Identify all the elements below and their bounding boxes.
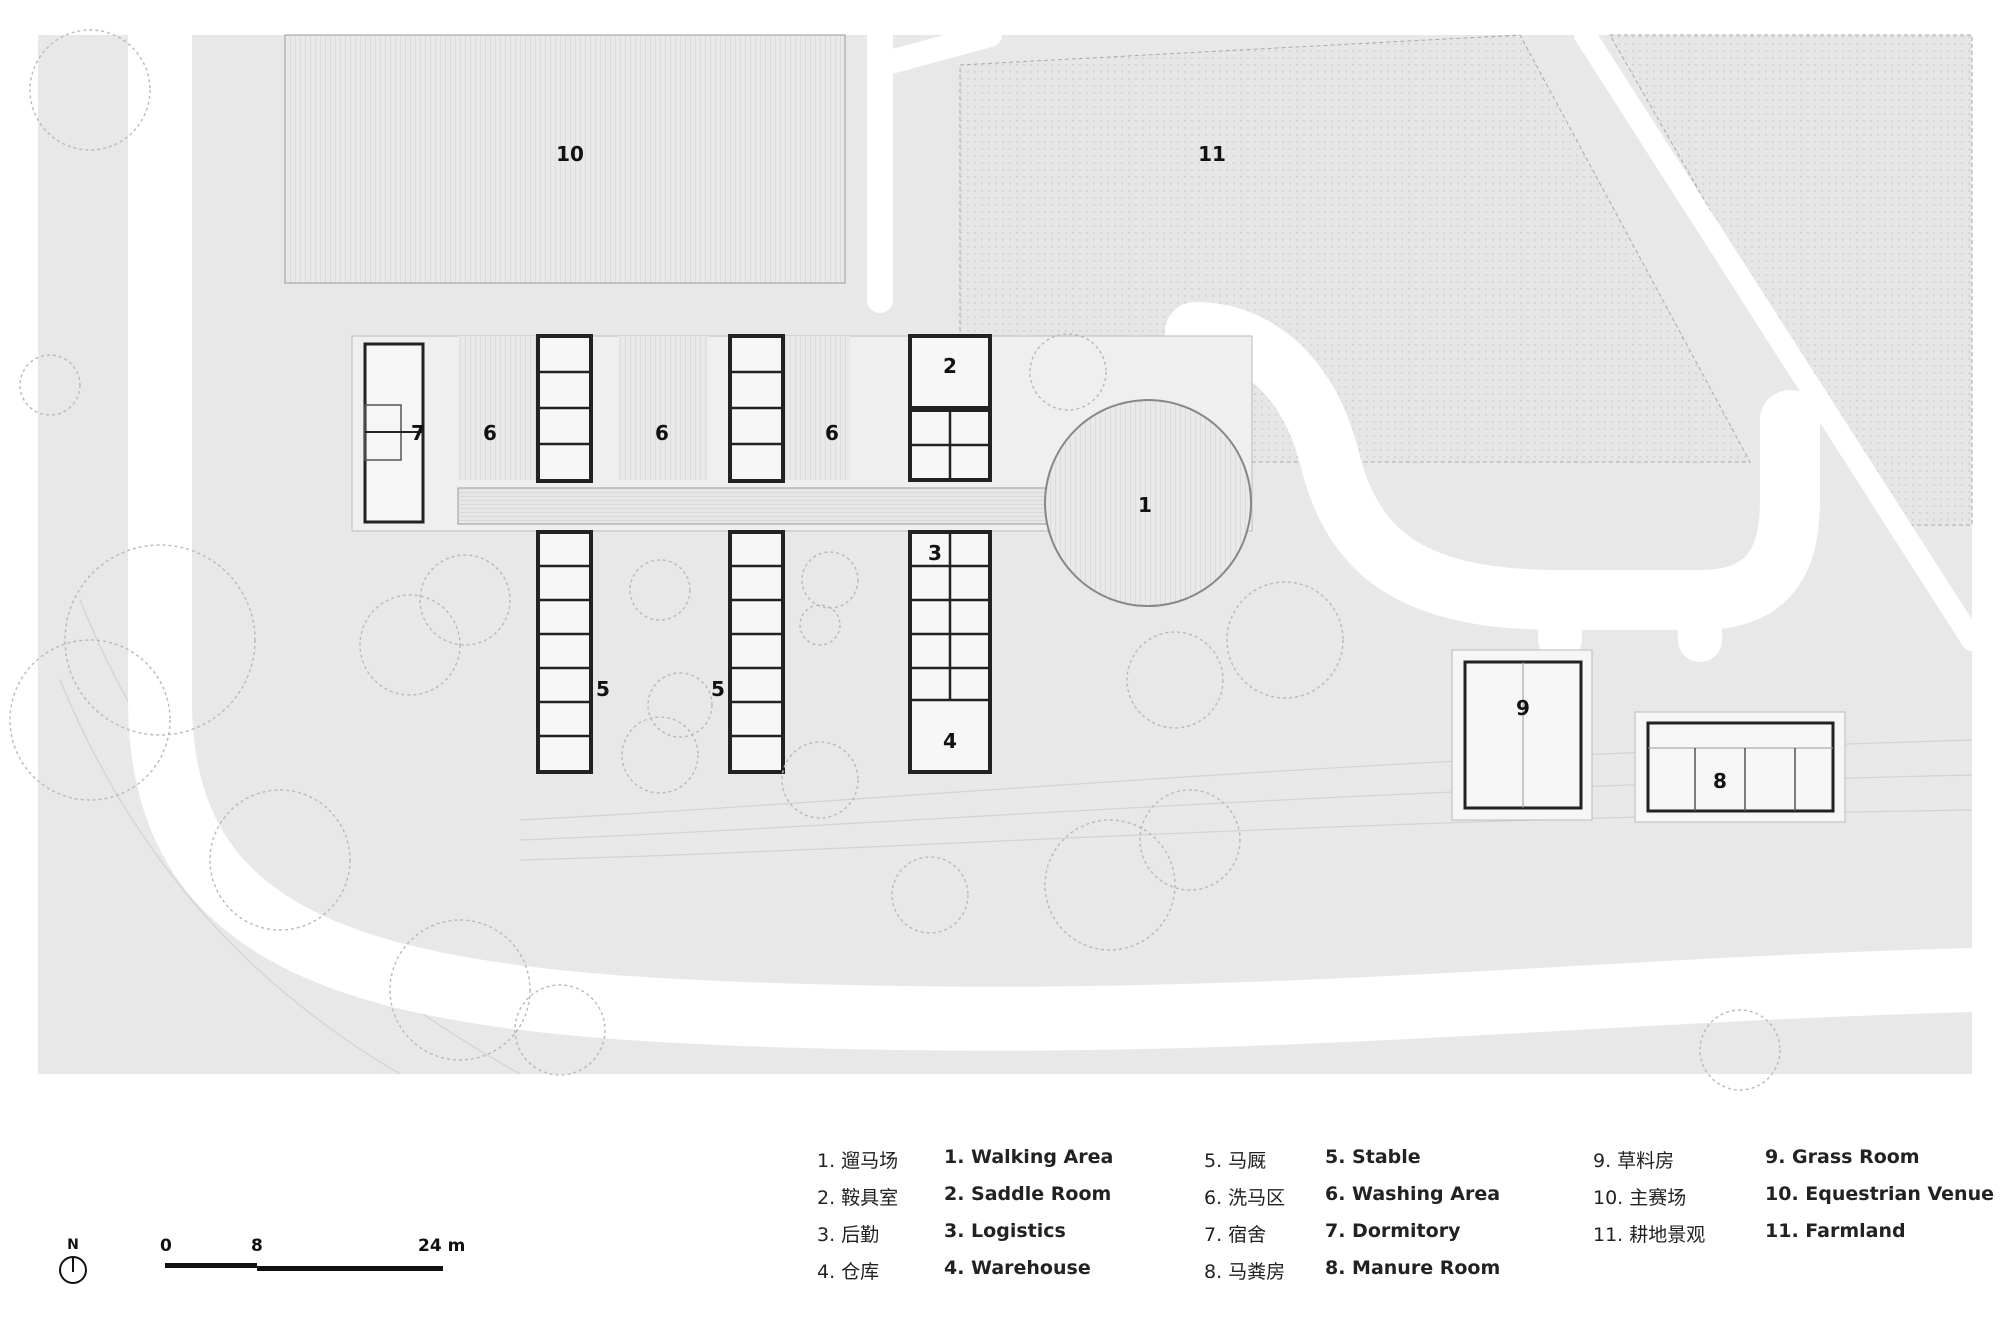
zone-label-6a: 6 — [483, 421, 497, 445]
zone-label-10: 10 — [556, 142, 584, 166]
zone-label-4: 4 — [943, 729, 957, 753]
zone-label-3: 3 — [928, 541, 942, 565]
scale-bar — [165, 1263, 443, 1271]
legend-zh-10: 10. 主赛场 — [1593, 1187, 1687, 1209]
zone-labels: 10 11 7 6 6 6 2 1 3 5 5 4 9 8 — [411, 142, 1727, 793]
zone-label-11: 11 — [1198, 142, 1226, 166]
zone-label-6c: 6 — [825, 421, 839, 445]
legend-zh-1: 1. 遛马场 — [817, 1150, 899, 1172]
washing-area-2 — [618, 336, 708, 480]
north-label: N — [67, 1237, 79, 1253]
manure-room-building — [1634, 711, 1846, 823]
equestrian-venue-field — [284, 34, 846, 284]
washing-area-3 — [785, 336, 850, 480]
legend-en-6: 6. Washing Area — [1325, 1183, 1501, 1205]
legend-en-1: 1. Walking Area — [944, 1146, 1114, 1168]
legend-zh-2: 2. 鞍具室 — [817, 1187, 899, 1209]
scale-tick-8: 8 — [251, 1236, 263, 1256]
legend-en-3: 3. Logistics — [944, 1220, 1066, 1242]
zone-label-5b: 5 — [711, 677, 725, 701]
zone-label-2: 2 — [943, 354, 957, 378]
legend-en-5: 5. Stable — [1325, 1146, 1421, 1168]
zone-label-5a: 5 — [596, 677, 610, 701]
stall-dividers — [538, 370, 990, 738]
washing-area-1 — [458, 336, 538, 480]
legend-zh-5: 5. 马厩 — [1204, 1150, 1267, 1172]
legend-zh-9: 9. 草料房 — [1593, 1150, 1675, 1172]
legend-zh-11: 11. 耕地景观 — [1593, 1224, 1706, 1246]
legend-zh-4: 4. 仓库 — [817, 1261, 880, 1283]
zone-label-9: 9 — [1516, 696, 1530, 720]
trees — [9, 29, 1781, 1091]
legend-en-8: 8. Manure Room — [1325, 1257, 1501, 1279]
legend-en-10: 10. Equestrian Venue — [1765, 1183, 1994, 1205]
legend-en-7: 7. Dormitory — [1325, 1220, 1461, 1242]
walking-area-ring — [1044, 399, 1252, 607]
roads — [128, 3, 2000, 1051]
dormitory-building — [363, 342, 425, 524]
legend-en-9: 9. Grass Room — [1765, 1146, 1920, 1168]
legend-en-11: 11. Farmland — [1765, 1220, 1906, 1242]
zone-label-7: 7 — [411, 421, 425, 445]
scale-tick-0: 0 — [160, 1236, 172, 1256]
walkway — [457, 487, 1059, 525]
legend-zh-7: 7. 宿舍 — [1204, 1224, 1267, 1246]
legend-zh-6: 6. 洗马区 — [1204, 1187, 1286, 1209]
grass-room-building — [1451, 649, 1593, 821]
legend-zh-8: 8. 马粪房 — [1204, 1261, 1286, 1283]
scale-tick-24: 24 m — [418, 1236, 466, 1256]
legend-en-2: 2. Saddle Room — [944, 1183, 1112, 1205]
legend-zh-3: 3. 后勤 — [817, 1224, 880, 1246]
north-arrow: N — [59, 1237, 87, 1284]
legend-en-4: 4. Warehouse — [944, 1257, 1091, 1279]
zone-label-8: 8 — [1713, 769, 1727, 793]
zone-label-1: 1 — [1138, 493, 1152, 517]
zone-label-6b: 6 — [655, 421, 669, 445]
